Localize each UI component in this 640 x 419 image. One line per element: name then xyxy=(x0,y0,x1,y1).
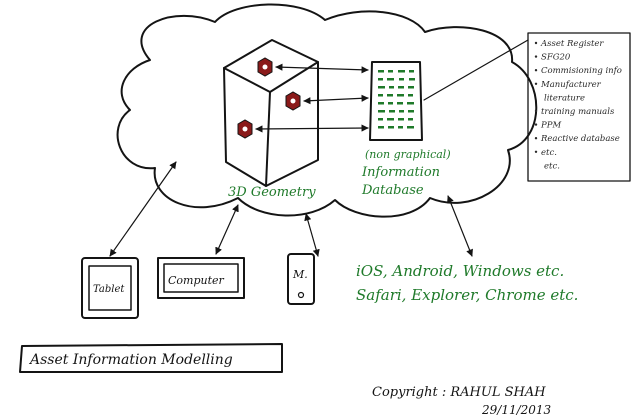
note-item: etc. xyxy=(541,148,557,158)
info-label-line3: Database xyxy=(361,183,424,198)
object-marker-icon xyxy=(285,91,301,111)
note-bullet xyxy=(534,137,538,140)
note-bullet xyxy=(534,41,538,45)
computer-device: Computer xyxy=(157,257,245,299)
note-item: SFG20 xyxy=(541,53,571,63)
info-label-line2: Information xyxy=(361,165,440,180)
computer-label: Computer xyxy=(168,274,225,287)
note-bullet xyxy=(534,69,538,72)
link-arrow xyxy=(447,195,473,257)
link-arrow xyxy=(109,161,177,257)
note-connector xyxy=(423,39,529,101)
title-box xyxy=(19,343,283,373)
mobile-label: M. xyxy=(292,268,308,281)
note-item: literature xyxy=(544,93,585,103)
tablet-label: Tablet xyxy=(93,284,125,295)
mobile-device: M. xyxy=(287,253,315,305)
link-arrow xyxy=(303,94,369,105)
object-marker-icon xyxy=(257,57,273,77)
info-label-line1: (non graphical) xyxy=(365,148,451,161)
note-item: training manuals xyxy=(541,107,615,117)
diagram-title: Asset Information Modelling xyxy=(28,352,233,368)
note-bullet xyxy=(534,55,538,58)
geometry-label: 3D Geometry xyxy=(228,185,316,200)
link-arrow xyxy=(215,204,239,255)
note-bullet xyxy=(534,123,538,126)
link-arrow xyxy=(304,213,320,257)
note-item: Reactive database xyxy=(540,134,620,144)
note-bullet xyxy=(534,82,538,86)
note-item: etc. xyxy=(544,161,560,171)
note-item: PPM xyxy=(540,121,561,131)
platforms-line1: iOS, Android, Windows etc. xyxy=(356,262,564,280)
object-marker-icon xyxy=(237,119,253,139)
copyright-date: 29/11/2013 xyxy=(481,403,552,417)
cloud-outline xyxy=(116,3,538,218)
copyright-text: Copyright : RAHUL SHAH xyxy=(372,385,546,400)
link-arrow xyxy=(275,63,369,74)
note-bullet xyxy=(534,109,538,113)
database-sheet xyxy=(369,61,423,141)
note-item: Commisioning info xyxy=(541,66,622,76)
platforms-line2: Safari, Explorer, Chrome etc. xyxy=(356,286,578,304)
note-bullet xyxy=(534,150,538,153)
note-item: Manufacturer xyxy=(540,80,602,90)
link-arrow xyxy=(255,124,369,133)
note-item: Asset Register xyxy=(540,39,604,49)
note-box xyxy=(527,32,631,182)
tablet-device: Tablet xyxy=(81,257,139,319)
